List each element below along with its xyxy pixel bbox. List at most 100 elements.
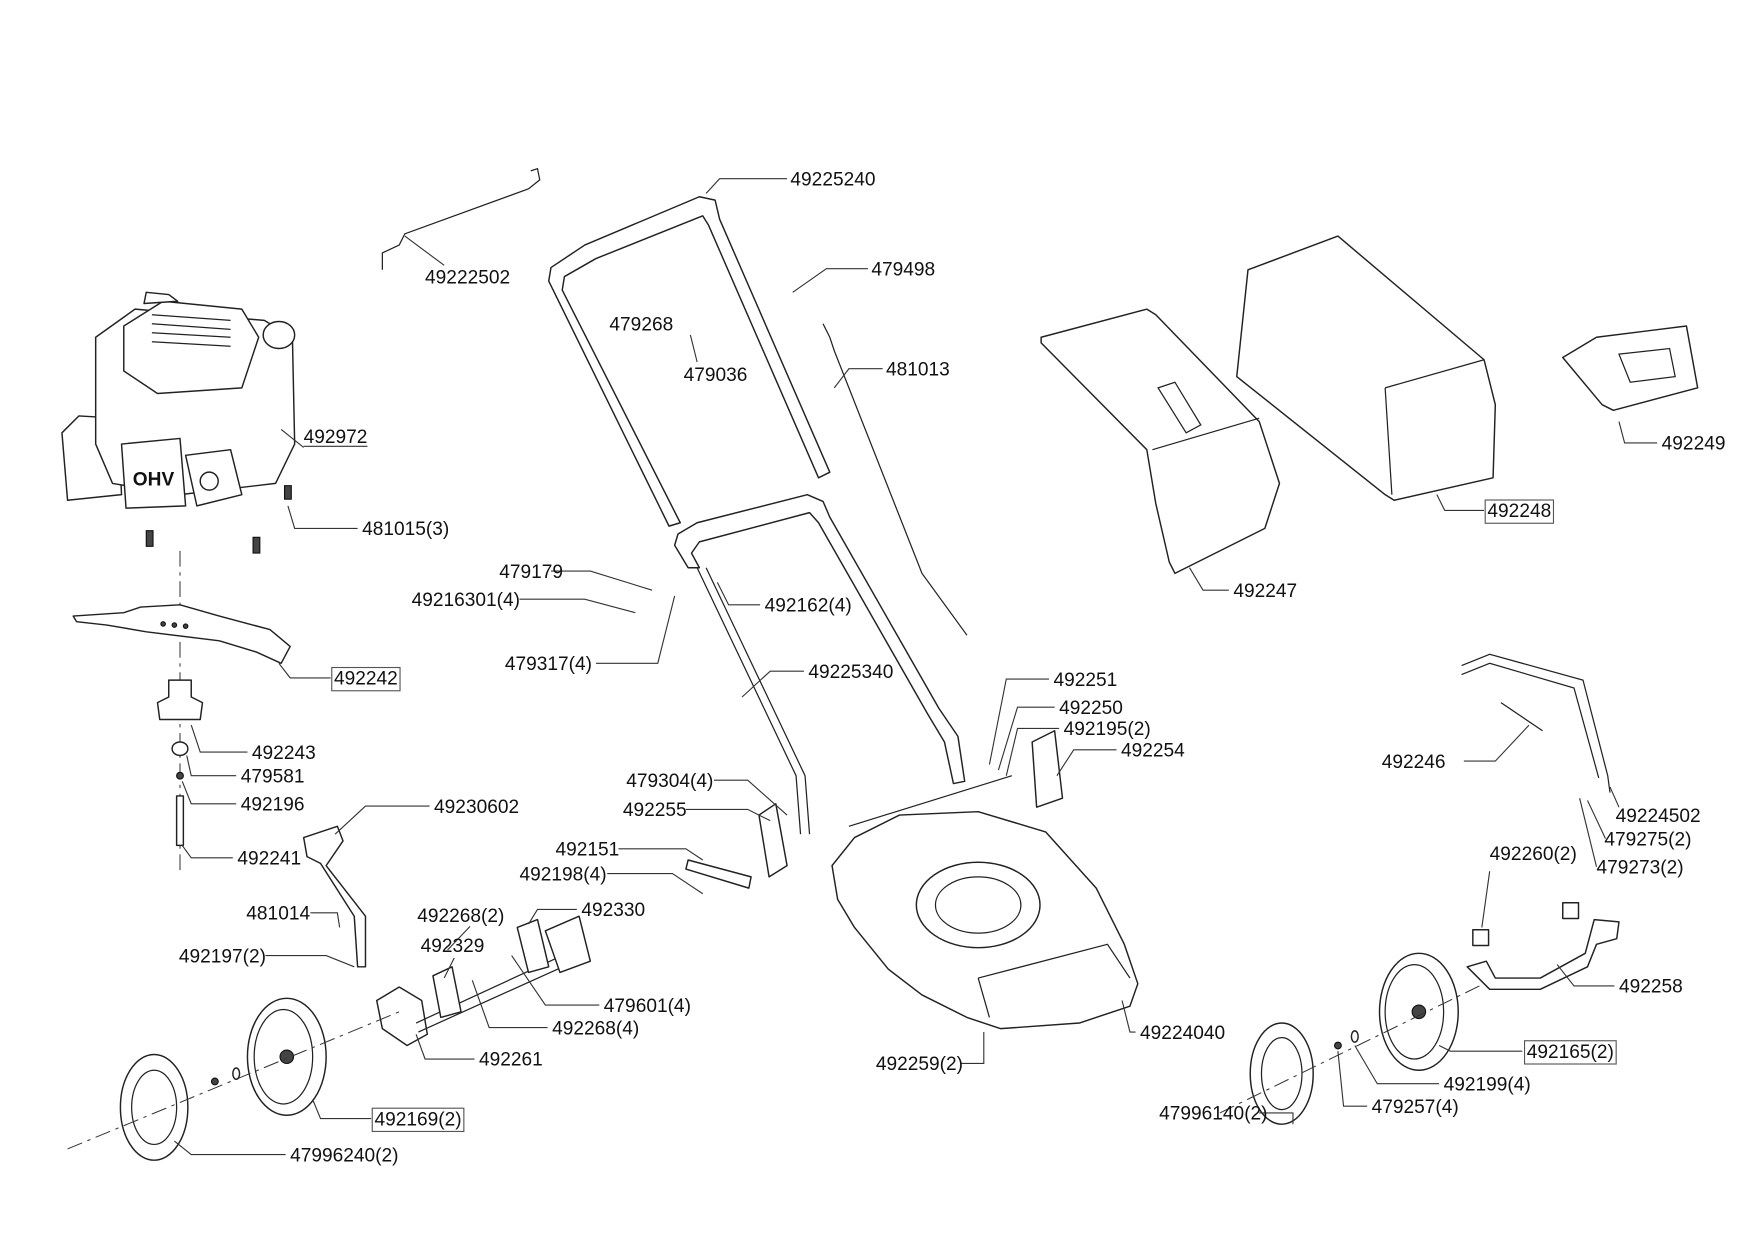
leader-line [961,1032,985,1065]
part-number-label: 492151 [555,840,619,861]
leader-line [1056,749,1117,777]
part-number-label: 492258 [1619,977,1683,998]
part-callout: 492329 [421,936,484,979]
part-number-label: 492255 [623,800,687,821]
part-number-label: 492242 [334,669,398,690]
rear-wheel-hubcap [119,1053,189,1161]
part-number-label: 492268(2) [417,906,504,927]
leader-line [1481,871,1491,928]
front-wheel [1378,952,1459,1071]
leader-line [519,598,636,614]
part-number-label: 492197(2) [179,946,266,967]
part-callout: 492261 [415,1034,543,1071]
lower-handle-leg [696,567,811,835]
part-number-label: 49225240 [790,169,875,190]
rear-axle [375,986,429,1047]
part-number-label: 479601(4) [604,996,691,1017]
leader-line [1354,1045,1440,1085]
part-callout: 492199(4) [1354,1045,1531,1095]
part-number-label: 492165(2) [1527,1042,1614,1063]
part-callout: 479275(2) [1586,800,1691,850]
part-callout: 47996140(2) [1159,1104,1294,1125]
rear-plate [516,918,550,974]
height-adjust-lever [1461,653,1611,793]
leader-line [607,872,704,895]
label-box [1484,499,1555,524]
part-callout: 479179 [499,562,653,591]
part-callout: 49222502 [404,235,510,288]
part-number-label: 481013 [886,359,950,380]
part-callout: 479273(2) [1579,798,1684,879]
leader-line [550,570,653,591]
part-number-label: 492247 [1233,581,1297,602]
part-callout: 492169(2) [312,1099,465,1133]
leader-line [447,925,471,951]
part-number-label: 479304(4) [626,771,713,792]
part-number-label: 49225340 [808,662,893,683]
spring [1500,702,1543,732]
brake-cable [848,775,1013,827]
leader-line [312,1099,372,1120]
part-number-label: 49222502 [425,267,510,288]
leader-line [471,980,548,1029]
leader-line [310,912,341,928]
part-callout: 492972 [280,427,367,448]
front-axle [1466,918,1620,991]
leader-line [181,845,233,859]
part-number-label: 479257(4) [1372,1097,1459,1118]
part-number-label: 492248 [1487,501,1551,522]
part-number-label: 479581 [241,766,305,787]
part-number-label: 492249 [1662,434,1726,455]
part-number-label: 492195(2) [1064,719,1151,740]
leader-line [595,595,676,664]
leader-line [988,678,1050,765]
leader-line [1463,724,1530,762]
leader-line [1556,964,1615,987]
part-number-label: 479036 [684,365,748,386]
part-number-label: 479268 [609,315,673,336]
part-callout: 49224040 [1121,1000,1225,1044]
leader-line [1005,727,1060,776]
blade-adapter [156,679,204,721]
part-number-label: 479179 [499,562,563,583]
part-number-label: 492260(2) [1490,844,1577,865]
leader-line [528,908,577,925]
leader-line [1438,1045,1523,1052]
part-number-label: 492196 [241,795,305,816]
part-number-label: 492330 [581,900,645,921]
part-callout: 479304(4) [626,771,788,816]
part-number-label: 479317(4) [505,654,592,675]
part-number-label: 479498 [871,259,935,280]
part-callout: 492248 [1436,494,1555,524]
lower-handle [673,493,966,785]
part-callout: 492259(2) [876,1032,985,1075]
leader-line [1259,1112,1294,1125]
part-number-label: 492250 [1059,698,1123,719]
part-number-label: 492169(2) [374,1109,461,1130]
part-callout: 479268 [609,315,673,336]
height-bar [685,859,752,889]
part-number-label: 479275(2) [1604,829,1691,850]
part-callout: 492162(4) [716,582,852,617]
part-number-label: 49216301(4) [412,590,520,611]
leader-line [833,368,883,389]
part-number-label: 492162(4) [765,596,852,617]
front-wheel-axis [1219,983,1485,1114]
part-number-label: 479273(2) [1596,858,1683,879]
rear-side-plate [758,803,788,878]
part-callout: 492330 [528,900,645,925]
part-callout: 492260(2) [1481,844,1577,928]
part-callout: 492254 [1056,741,1185,777]
part-number-label: 492199(4) [1444,1074,1531,1095]
leader-line [713,779,788,816]
part-callout: 492268(2) [417,906,504,951]
part-labels: 49225240 49222502 479498 479268 479036 481013… [174,169,1725,1166]
engine: OHV [61,291,296,554]
leader-line [280,429,305,448]
part-callout: 492258 [1556,964,1683,998]
part-number-label: 492254 [1121,741,1185,762]
part-callout: 47996240(2) [174,1140,399,1166]
part-callout: 481015(3) [287,505,449,540]
part-number-label: 47996140(2) [1159,1104,1267,1125]
leader-line [1337,1051,1368,1107]
